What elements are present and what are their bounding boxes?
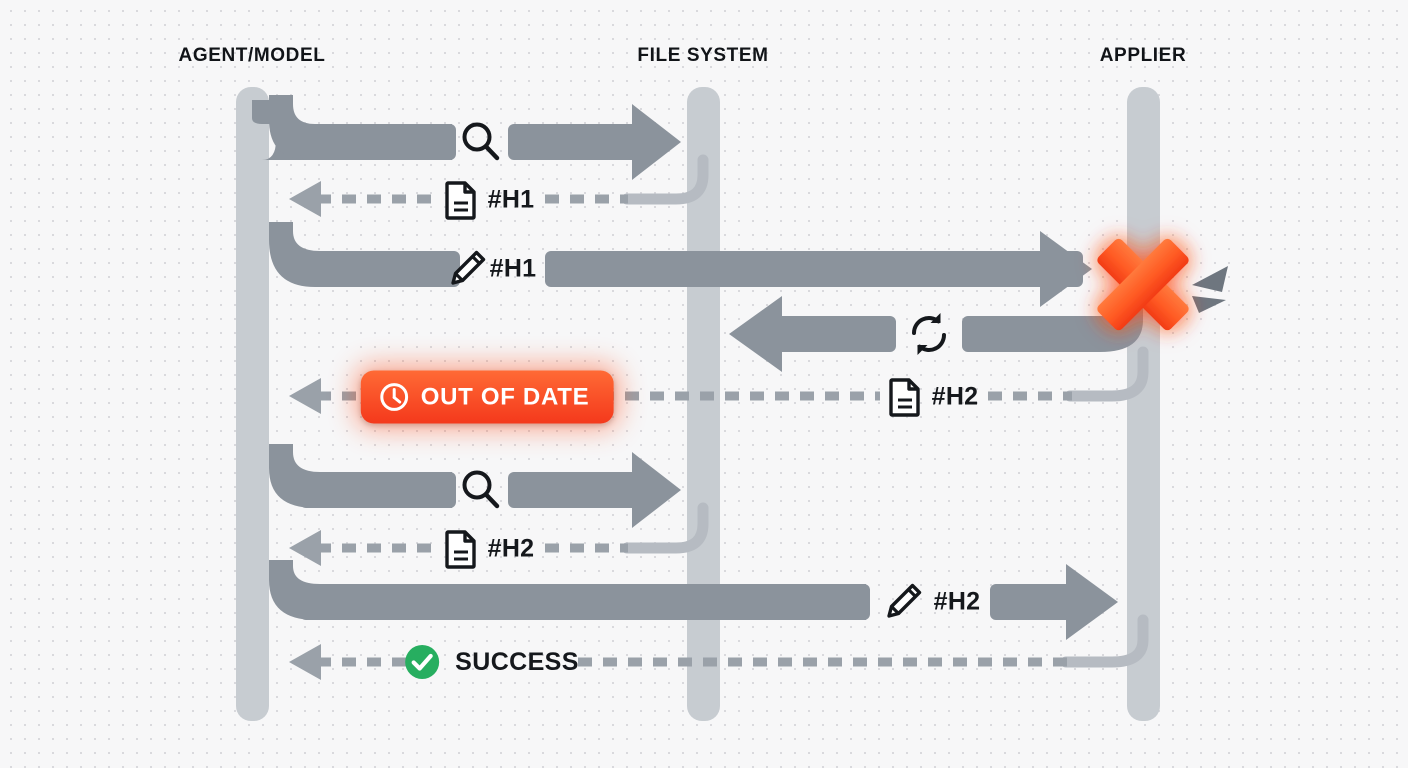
flow-band-segment xyxy=(420,251,460,287)
arrow-head-right xyxy=(632,452,681,528)
flow-band-segment-2 xyxy=(772,316,896,352)
message-edit-h2 xyxy=(269,560,1118,640)
lifeline-applier xyxy=(1127,87,1160,721)
lifeline-filesystem xyxy=(687,87,720,721)
status-badge-out-of-date: OUT OF DATE xyxy=(360,370,614,424)
return-curve xyxy=(621,154,709,205)
arrow-head-left xyxy=(289,644,321,680)
message-return-h2 xyxy=(289,502,709,566)
check-circle-icon xyxy=(403,643,441,681)
impact-shard-upper xyxy=(1192,266,1228,292)
message-label-edit-h1: #H1 xyxy=(489,254,537,283)
search-icon xyxy=(458,119,504,165)
message-retry-sync xyxy=(729,296,1143,372)
impact-shard-lower xyxy=(1192,296,1226,313)
message-label-edit-h2: #H2 xyxy=(933,587,981,616)
column-title-applier: APPLIER xyxy=(1099,45,1187,66)
arrow-head-right xyxy=(1040,231,1092,307)
document-icon xyxy=(444,529,478,569)
status-success-label: SUCCESS xyxy=(455,647,579,676)
message-return-h2-stale xyxy=(289,346,1149,414)
error-x-stroke-b xyxy=(1097,238,1189,331)
arrow-head-right xyxy=(1066,564,1118,640)
flow-band-segment xyxy=(300,584,870,620)
clock-icon xyxy=(379,382,410,413)
search-icon xyxy=(458,467,504,513)
message-edit-h1 xyxy=(269,222,1092,307)
flow-band-segment xyxy=(300,472,456,508)
column-title-filesystem: FILE SYSTEM xyxy=(637,45,769,66)
message-label-stale-h2: #H2 xyxy=(931,382,979,411)
column-title-agent: AGENT/MODEL xyxy=(178,45,326,66)
arrow-head-left xyxy=(289,530,321,566)
arrow-head-left xyxy=(289,181,321,217)
flow-band-segment xyxy=(300,124,456,160)
return-curve xyxy=(1064,346,1149,402)
document-icon xyxy=(444,180,478,220)
arrow-head-left xyxy=(729,296,782,372)
status-success: SUCCESS xyxy=(403,643,579,681)
flow-band-left xyxy=(269,222,440,287)
message-return-h1 xyxy=(289,154,709,217)
lifeline-agent xyxy=(236,87,269,721)
message-return-success xyxy=(289,614,1149,680)
message-search-2 xyxy=(269,444,681,528)
flow-band-segment-2 xyxy=(545,251,1083,287)
message-label-h1: #H1 xyxy=(487,185,535,214)
flow-band-segment-2 xyxy=(990,584,1080,620)
flow-band-segment-2 xyxy=(508,472,638,508)
message-label-h2: #H2 xyxy=(487,534,535,563)
impact-shards xyxy=(1192,266,1228,313)
return-curve xyxy=(621,502,709,554)
error-x-marker xyxy=(1097,238,1189,331)
document-icon xyxy=(888,377,922,417)
arrow-head-right xyxy=(632,104,681,180)
flow-band-segment-2 xyxy=(508,124,638,160)
message-search-1 xyxy=(252,95,681,180)
pencil-icon xyxy=(882,581,924,623)
arrow-head-left xyxy=(289,378,321,414)
refresh-icon xyxy=(905,311,953,357)
return-curve xyxy=(1060,614,1149,668)
pencil-icon xyxy=(446,248,488,290)
flow-band-segment xyxy=(962,316,1042,352)
lifelines xyxy=(236,87,1160,721)
status-badge-label: OUT OF DATE xyxy=(420,383,590,410)
